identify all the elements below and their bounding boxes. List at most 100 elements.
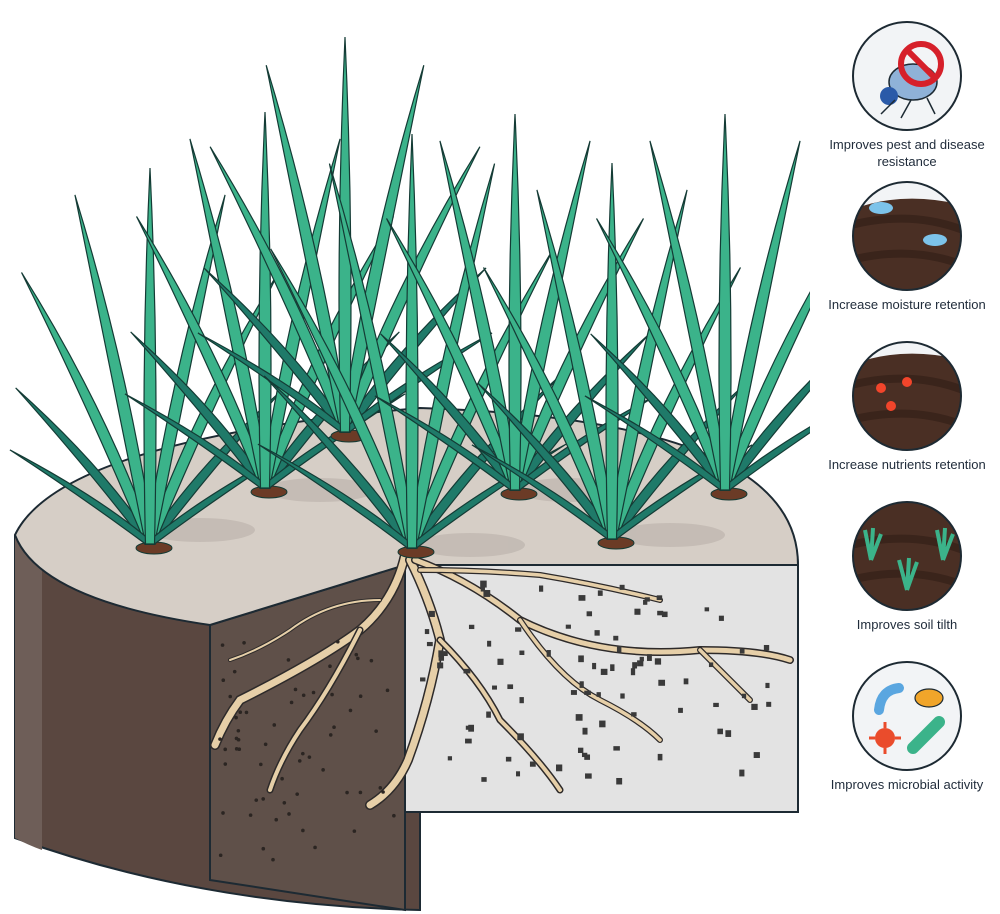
plant-leaf bbox=[209, 146, 351, 433]
soil-particle bbox=[487, 640, 492, 647]
soil-particle bbox=[683, 678, 689, 685]
plant-leaf bbox=[135, 216, 271, 489]
soil-particle bbox=[584, 690, 591, 695]
soil-particle bbox=[358, 694, 363, 699]
soil-particle bbox=[741, 693, 747, 699]
plant-leaf bbox=[380, 333, 521, 491]
soil-particle bbox=[529, 761, 536, 767]
soil-particle bbox=[301, 693, 306, 698]
plant-leaf bbox=[124, 393, 272, 489]
soil-particle bbox=[619, 584, 625, 590]
soil-particle bbox=[657, 610, 664, 616]
soil-particle bbox=[634, 608, 641, 615]
soil-particle bbox=[639, 656, 644, 662]
soil-particle bbox=[282, 800, 287, 805]
benefit-moisture-retention: Increase moisture retention bbox=[822, 180, 992, 313]
soil-particle bbox=[739, 648, 745, 654]
soil-particle bbox=[610, 664, 615, 672]
soil-particle bbox=[274, 817, 279, 822]
soil-particle bbox=[332, 725, 336, 730]
soil-particle bbox=[297, 759, 302, 763]
soil-particle bbox=[596, 692, 601, 697]
soil-particle bbox=[751, 703, 758, 710]
seedlings-soil-icon bbox=[852, 501, 962, 611]
soil-particle bbox=[295, 792, 299, 796]
plant-leaf bbox=[20, 272, 156, 545]
plant-leaf bbox=[719, 379, 810, 491]
soil-particle bbox=[643, 599, 648, 605]
soil-particle bbox=[254, 798, 259, 802]
plant-leaf bbox=[508, 113, 522, 491]
soil-side-shade bbox=[15, 535, 42, 850]
soil-particle bbox=[447, 756, 453, 761]
benefit-label: Improves soil tilth bbox=[856, 617, 958, 632]
plant-leaf bbox=[718, 113, 732, 491]
soil-particle bbox=[321, 768, 325, 772]
plant-leaf bbox=[606, 189, 688, 540]
water-droplets-soil-icon bbox=[852, 181, 962, 291]
plant-leaf bbox=[595, 218, 731, 491]
soil-particle bbox=[519, 650, 525, 656]
soil-particle bbox=[582, 727, 588, 735]
pest-prohibited-icon bbox=[852, 21, 962, 131]
benefit-label: Increase moisture retention bbox=[828, 297, 986, 312]
soil-particle bbox=[242, 641, 246, 645]
soil-particle bbox=[223, 762, 228, 766]
plant-leaf bbox=[189, 138, 271, 489]
soil-particle bbox=[578, 595, 586, 601]
soil-particle bbox=[420, 677, 426, 682]
plant-leaf bbox=[718, 426, 810, 491]
soil-particle bbox=[244, 710, 249, 715]
soil-particle bbox=[519, 697, 524, 704]
soil-particle bbox=[517, 733, 524, 741]
soil-particle bbox=[586, 611, 593, 617]
soil-cross-section-illustration bbox=[9, 36, 810, 912]
soil-particle bbox=[352, 829, 357, 833]
soil-particle bbox=[632, 662, 638, 669]
soil-particle bbox=[330, 692, 334, 697]
plant-leaf bbox=[606, 267, 742, 540]
soil-particle bbox=[497, 658, 504, 665]
soil-particle bbox=[592, 662, 597, 670]
soil-particle bbox=[763, 644, 770, 651]
soil-particle bbox=[356, 656, 360, 661]
soil-particle bbox=[392, 813, 396, 818]
soil-particle bbox=[345, 790, 349, 795]
plant-leaf bbox=[385, 218, 521, 491]
soil-particle bbox=[468, 724, 475, 732]
soil-particle bbox=[301, 751, 305, 756]
soil-particle bbox=[437, 662, 444, 669]
soil-particle bbox=[481, 777, 487, 782]
soil-particle bbox=[381, 790, 385, 794]
plant-leaf bbox=[536, 189, 618, 540]
soil-particle bbox=[630, 668, 636, 676]
plant-leaf bbox=[258, 111, 272, 489]
soil-particle bbox=[766, 701, 772, 707]
plant bbox=[9, 167, 291, 555]
plant-leaf bbox=[15, 387, 156, 545]
soil-particle bbox=[616, 777, 623, 785]
soil-particle bbox=[480, 580, 487, 588]
soil-particle bbox=[280, 776, 284, 781]
soil-particle bbox=[570, 690, 577, 695]
soil-particle bbox=[234, 747, 239, 751]
soil-particle bbox=[637, 660, 644, 667]
soil-particle bbox=[654, 658, 662, 665]
soil-particle bbox=[765, 682, 770, 689]
plant-leaf bbox=[203, 267, 351, 433]
soil-particle bbox=[575, 714, 583, 721]
soil-particle bbox=[739, 769, 745, 777]
plant-leaf bbox=[144, 194, 226, 545]
plant-leaf bbox=[405, 133, 419, 549]
soil-particle bbox=[556, 764, 563, 772]
soil-particle bbox=[539, 585, 544, 592]
soil-particle bbox=[718, 615, 724, 621]
soil-particle bbox=[483, 590, 491, 597]
soil-particle bbox=[328, 664, 332, 669]
plant-leaf bbox=[471, 444, 619, 540]
soil-particle bbox=[234, 715, 238, 720]
plants-group bbox=[9, 36, 810, 559]
soil-particle bbox=[713, 702, 719, 708]
soil-particle bbox=[218, 853, 223, 858]
soil-particle bbox=[644, 597, 650, 602]
